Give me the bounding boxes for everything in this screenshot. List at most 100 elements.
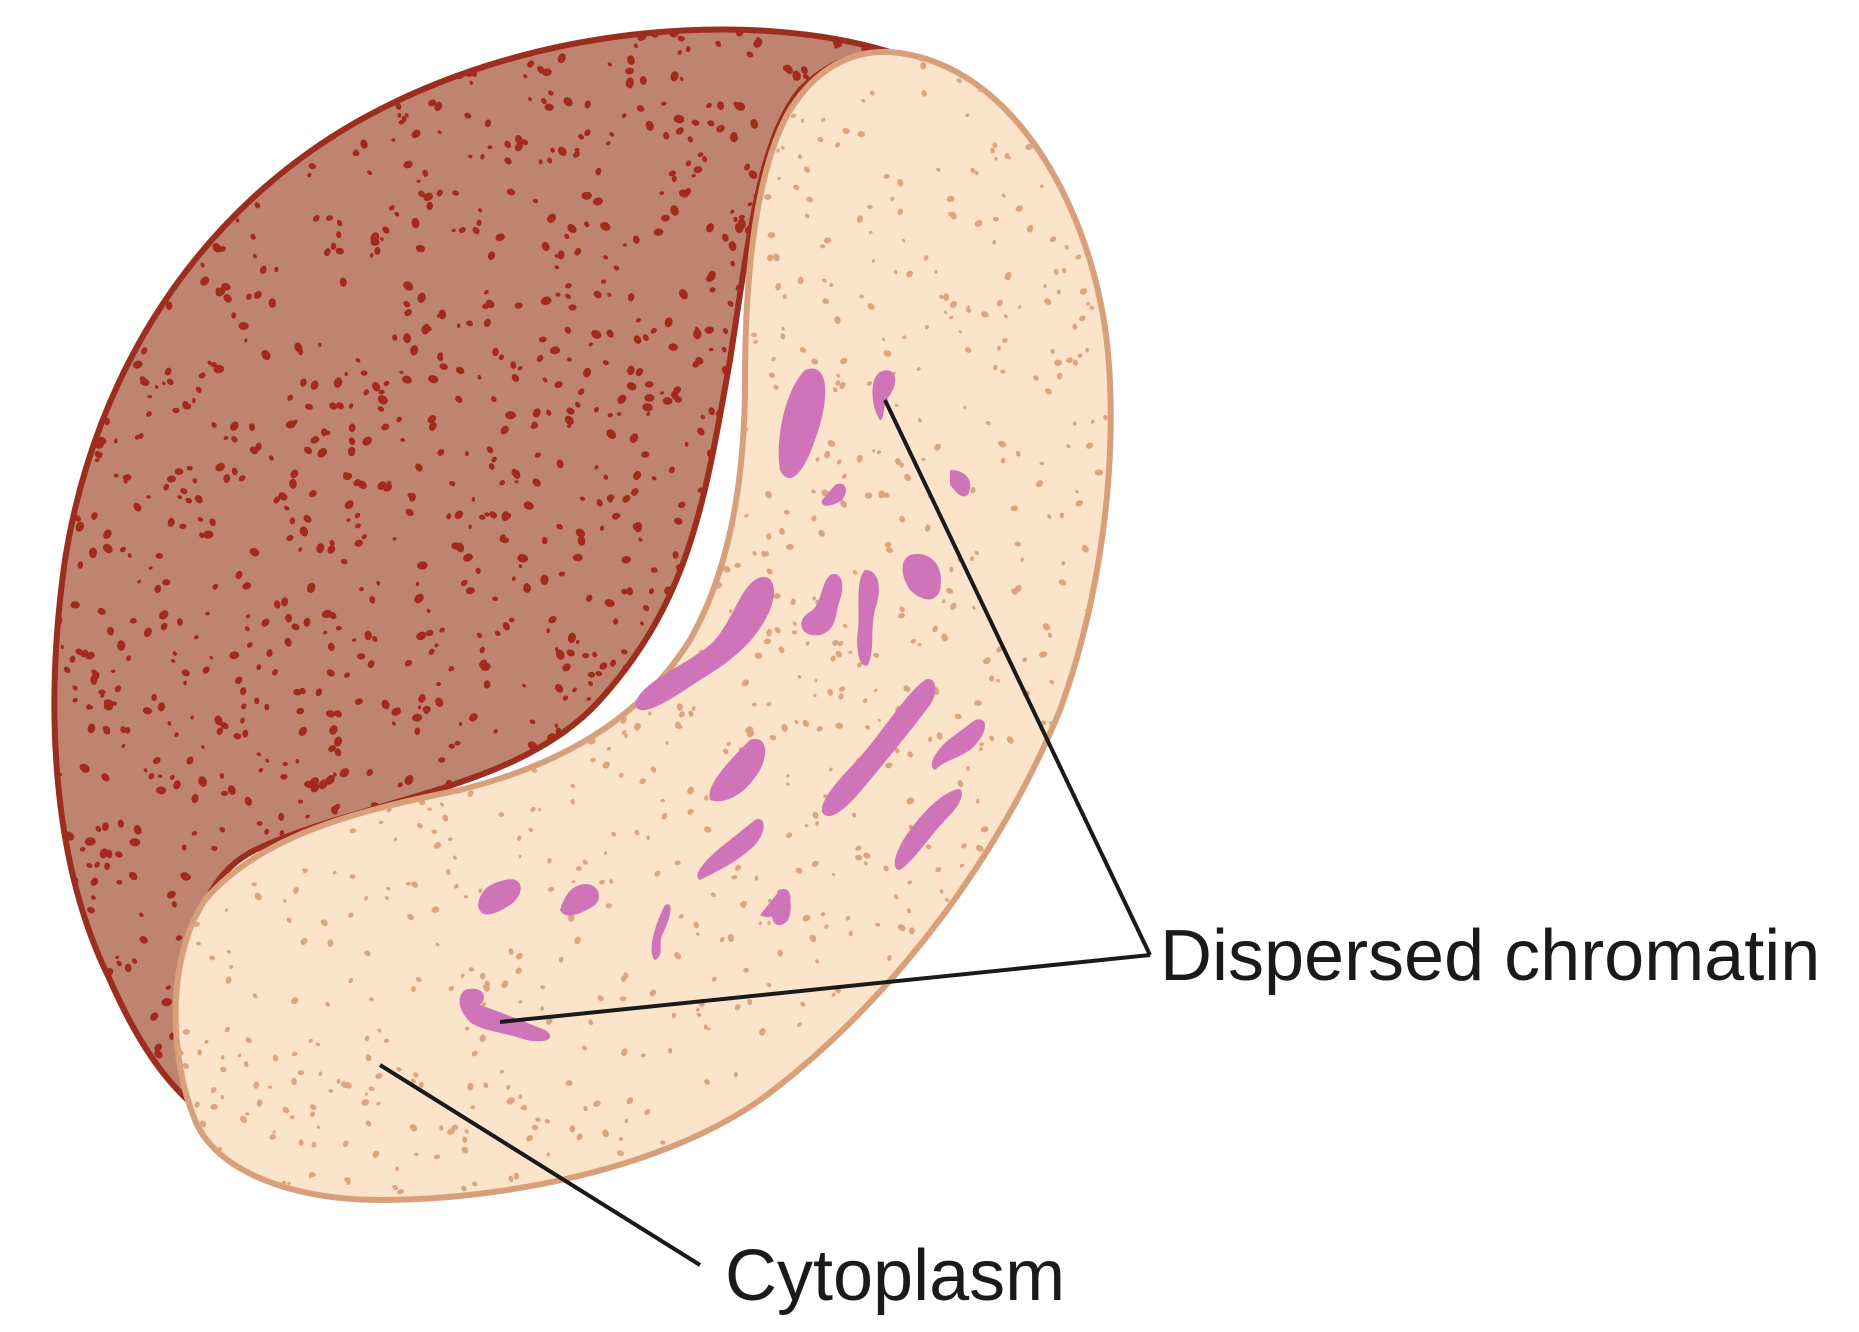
granule-dot — [906, 797, 915, 805]
granule-dot — [578, 1179, 585, 1186]
granule-dot — [122, 474, 132, 481]
granule-dot — [885, 1161, 890, 1167]
granule-dot — [404, 308, 412, 317]
granule-dot — [653, 228, 664, 236]
granule-dot — [146, 130, 152, 137]
granule-dot — [697, 427, 705, 436]
granule-dot — [369, 596, 376, 604]
granule-dot — [370, 232, 380, 243]
granule-dot — [557, 146, 567, 156]
granule-dot — [104, 240, 112, 248]
granule-dot — [348, 423, 356, 433]
granule-dot — [284, 637, 292, 647]
granule-dot — [94, 861, 100, 868]
granule-dot — [381, 423, 390, 431]
granule-dot — [566, 424, 572, 428]
granule-dot — [677, 49, 682, 55]
granule-dot — [1072, 727, 1080, 733]
granule-dot — [462, 50, 468, 56]
granule-dot — [388, 205, 395, 211]
granule-dot — [202, 1148, 210, 1154]
granule-dot — [872, 1168, 878, 1174]
granule-dot — [600, 222, 611, 231]
granule-dot — [511, 576, 516, 582]
granule-dot — [699, 1154, 705, 1162]
granule-dot — [1058, 78, 1065, 84]
granule-dot — [1075, 254, 1082, 260]
granule-dot — [668, 170, 676, 177]
granule-dot — [782, 294, 787, 299]
granule-dot — [118, 132, 125, 138]
granule-dot — [993, 1016, 998, 1021]
granule-dot — [172, 651, 178, 656]
granule-dot — [360, 139, 368, 149]
granule-dot — [505, 411, 516, 420]
granule-dot — [567, 632, 576, 644]
granule-dot — [900, 1145, 907, 1151]
granule-dot — [515, 967, 522, 975]
granule-dot — [665, 615, 673, 624]
granule-dot — [161, 997, 173, 1007]
granule-dot — [476, 632, 483, 639]
granule-dot — [749, 1199, 758, 1201]
granule-dot — [856, 454, 863, 463]
granule-dot — [1043, 977, 1049, 983]
granule-dot — [219, 826, 226, 833]
granule-dot — [506, 188, 516, 196]
granule-dot — [308, 163, 317, 170]
granule-dot — [315, 688, 323, 697]
granule-dot — [253, 290, 262, 299]
granule-dot — [594, 465, 599, 470]
label-dispersed-chromatin: Dispersed chromatin — [1160, 916, 1820, 996]
granule-dot — [69, 84, 77, 93]
granule-dot — [48, 602, 52, 607]
granule-dot — [572, 687, 577, 693]
granule-dot — [581, 191, 592, 200]
granule-dot — [234, 676, 243, 685]
granule-dot — [621, 113, 627, 119]
granule-dot — [359, 586, 365, 592]
granule-dot — [642, 604, 650, 612]
granule-dot — [903, 1018, 911, 1026]
granule-dot — [706, 102, 712, 109]
granule-dot — [308, 490, 317, 498]
granule-dot — [197, 517, 204, 522]
granule-dot — [261, 155, 266, 161]
granule-dot — [832, 38, 843, 48]
granule-dot — [722, 327, 729, 335]
granule-dot — [514, 480, 519, 484]
granule-dot — [973, 1109, 982, 1116]
granule-dot — [1109, 703, 1111, 711]
granule-dot — [1109, 165, 1111, 171]
granule-dot — [90, 1024, 97, 1030]
granule-dot — [118, 125, 126, 131]
granule-dot — [298, 726, 308, 736]
granule-dot — [763, 638, 771, 645]
granule-dot — [374, 246, 381, 255]
granule-dot — [521, 139, 529, 146]
granule-dot — [863, 852, 871, 859]
granule-dot — [687, 136, 694, 143]
granule-dot — [217, 127, 223, 134]
granule-dot — [887, 954, 892, 961]
granule-dot — [174, 732, 179, 738]
granule-dot — [90, 877, 99, 886]
granule-dot — [88, 705, 94, 710]
granule-dot — [322, 630, 328, 635]
granule-dot — [428, 421, 437, 431]
granule-dot — [252, 993, 258, 999]
granule-dot — [366, 768, 373, 777]
granule-dot — [60, 645, 64, 650]
granule-dot — [839, 22, 843, 27]
granule-dot — [982, 1088, 989, 1097]
granule-dot — [925, 1182, 929, 1187]
granule-dot — [293, 688, 302, 696]
granule-dot — [546, 628, 551, 634]
granule-dot — [609, 132, 615, 137]
granule-dot — [695, 356, 704, 365]
granule-dot — [416, 631, 427, 641]
granule-dot — [235, 570, 243, 580]
granule-dot — [346, 518, 351, 523]
granule-dot — [605, 903, 613, 909]
granule-dot — [386, 807, 392, 813]
